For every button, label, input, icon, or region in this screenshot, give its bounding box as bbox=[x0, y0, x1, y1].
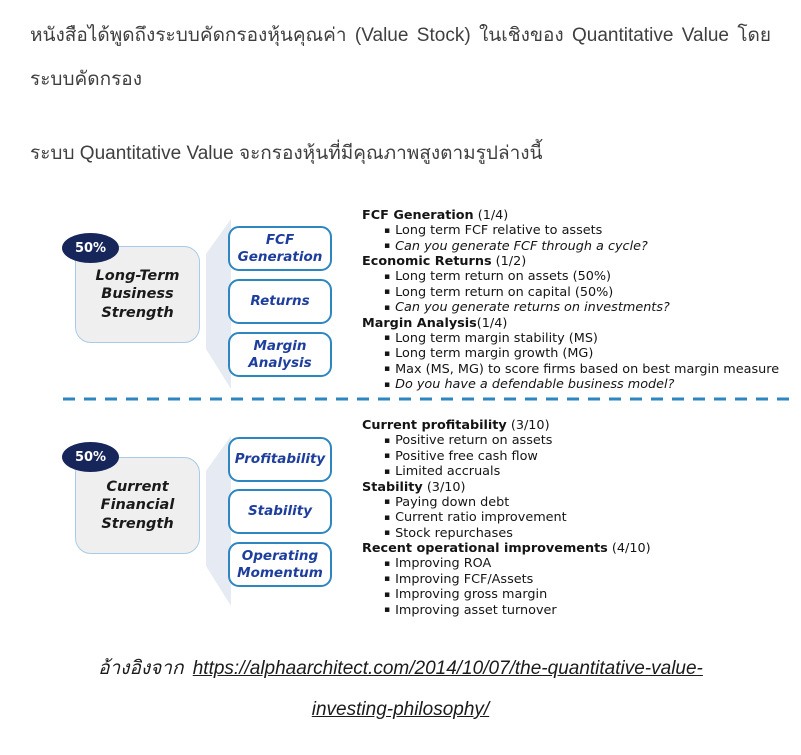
bullet-icon: ▪ bbox=[384, 589, 391, 600]
connector-wedge-bottom-icon bbox=[206, 436, 231, 606]
detail-bullet: ▪Long term return on assets (50%) bbox=[384, 269, 612, 284]
factor-box-operating-momentum: Operating Momentum bbox=[228, 542, 332, 587]
bullet-icon: ▪ bbox=[384, 241, 391, 251]
citation-link[interactable]: https://alphaarchitect.com/2014/10/07/th… bbox=[192, 658, 703, 720]
detail-bullet: ▪Positive free cash flow bbox=[384, 448, 538, 464]
citation: อ้างอิงจาก https://alphaarchitect.com/20… bbox=[30, 648, 771, 730]
detail-bullet: ▪Current ratio improvement bbox=[384, 510, 567, 525]
detail-bullet: ▪Long term margin stability (MS) bbox=[384, 330, 598, 346]
detail-bullet: ▪Long term FCF relative to assets bbox=[384, 223, 603, 238]
group-box-current-financial-strength: Current Financial Strength bbox=[75, 457, 200, 554]
detail-bullet: ▪Limited accruals bbox=[384, 464, 501, 479]
detail-bullet: ▪Stock repurchases bbox=[384, 525, 513, 541]
detail-bullet: ▪Can you generate returns on investments… bbox=[384, 300, 670, 315]
detail-bullet: ▪Long term return on capital (50%) bbox=[384, 284, 614, 300]
bullet-icon: ▪ bbox=[384, 302, 391, 313]
detail-bullet: ▪Max (MS, MG) to score firms based on be… bbox=[384, 361, 780, 377]
detail-bullet: ▪Positive return on assets bbox=[384, 433, 553, 448]
bullet-icon: ▪ bbox=[384, 435, 391, 446]
intro-paragraph-line1: หนังสือได้พูดถึงระบบคัดกรองหุ้นคุณค่า (V… bbox=[30, 25, 771, 46]
detail-heading: Stability (3/10) bbox=[362, 479, 466, 495]
detail-heading: Current profitability (3/10) bbox=[362, 418, 550, 433]
factor-box-stability: Stability bbox=[228, 489, 332, 534]
factor-box-returns: Returns bbox=[228, 279, 332, 324]
bullet-icon: ▪ bbox=[384, 379, 391, 390]
factor-box-profitability: Profitability bbox=[228, 437, 332, 482]
detail-heading: Margin Analysis(1/4) bbox=[362, 315, 508, 331]
bullet-icon: ▪ bbox=[384, 225, 391, 236]
detail-heading: Recent operational improvements (4/10) bbox=[362, 541, 651, 556]
citation-prefix: อ้างอิงจาก bbox=[98, 658, 189, 679]
bullet-icon: ▪ bbox=[384, 451, 391, 461]
bullet-icon: ▪ bbox=[384, 605, 391, 615]
detail-bullet: ▪Improving gross margin bbox=[384, 587, 548, 602]
bullet-icon: ▪ bbox=[384, 558, 391, 569]
dashed-divider bbox=[63, 397, 791, 401]
bullet-icon: ▪ bbox=[384, 364, 391, 374]
detail-bullet: ▪Improving ROA bbox=[384, 556, 492, 571]
bullet-icon: ▪ bbox=[384, 333, 391, 343]
subtitle-paragraph: ระบบ Quantitative Value จะกรองหุ้นที่มีค… bbox=[30, 143, 543, 164]
intro-paragraph-line2: ระบบคัดกรอง bbox=[30, 69, 142, 90]
quantitative-value-diagram: Long-Term Business Strength 50% FCF Gene… bbox=[25, 194, 800, 624]
bullet-icon: ▪ bbox=[384, 271, 391, 282]
details-current-financial-strength: Current profitability (3/10) ▪Positive r… bbox=[362, 418, 801, 618]
connector-wedge-top-icon bbox=[206, 219, 231, 389]
factor-box-fcf-generation: FCF Generation bbox=[228, 226, 332, 271]
bullet-icon: ▪ bbox=[384, 528, 391, 538]
bullet-icon: ▪ bbox=[384, 466, 391, 477]
bullet-icon: ▪ bbox=[384, 574, 391, 584]
bullet-icon: ▪ bbox=[384, 512, 391, 523]
weight-badge-top: 50% bbox=[62, 233, 119, 263]
detail-bullet: ▪Improving FCF/Assets bbox=[384, 571, 534, 587]
detail-bullet: ▪Do you have a defendable business model… bbox=[384, 377, 675, 392]
details-long-term-business-strength: FCF Generation (1/4) ▪Long term FCF rela… bbox=[362, 208, 801, 393]
detail-bullet: ▪Improving asset turnover bbox=[384, 602, 557, 618]
weight-badge-bottom: 50% bbox=[62, 442, 119, 472]
detail-heading: FCF Generation (1/4) bbox=[362, 208, 509, 223]
factor-box-margin-analysis: Margin Analysis bbox=[228, 332, 332, 377]
detail-bullet: ▪Paying down debt bbox=[384, 494, 510, 510]
detail-heading: Economic Returns (1/2) bbox=[362, 254, 527, 269]
bullet-icon: ▪ bbox=[384, 497, 391, 507]
bullet-icon: ▪ bbox=[384, 287, 391, 297]
detail-bullet: ▪Can you generate FCF through a cycle? bbox=[384, 238, 648, 254]
detail-bullet: ▪Long term margin growth (MG) bbox=[384, 346, 594, 361]
bullet-icon: ▪ bbox=[384, 348, 391, 359]
